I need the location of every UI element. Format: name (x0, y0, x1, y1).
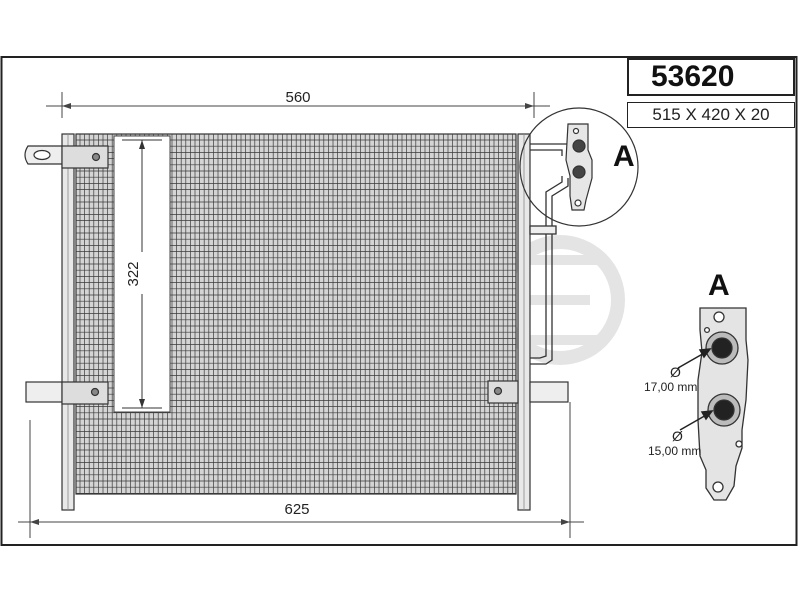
right-bottom-bracket (487, 380, 569, 404)
bottom-width-label: 625 (284, 501, 309, 518)
detail-leader-arrows (677, 348, 714, 431)
lower-port-diameter-symbol: Ø (672, 428, 683, 444)
overall-dimensions: 515 X 420 X 20 (652, 105, 770, 124)
upper-port-diameter-label: 17,00 mm (644, 380, 697, 394)
detail-letter: A (708, 269, 730, 302)
height-arrow-top (139, 140, 145, 149)
detail-callout-circle (519, 107, 639, 227)
top-width-dimension (46, 92, 550, 118)
upper-port-diameter-symbol: Ø (670, 364, 681, 380)
part-number: 53620 (651, 60, 735, 93)
outer-frame (0, 56, 798, 546)
callout-fitting (565, 123, 593, 211)
height-arrow-bottom (139, 399, 145, 408)
top-width-label: 560 (285, 89, 310, 106)
bottom-width-dimension (18, 402, 584, 538)
left-bottom-bracket (25, 381, 109, 405)
callout-marker-letter: A (613, 140, 635, 173)
detail-fitting (697, 307, 749, 501)
dimensions-box: 515 X 420 X 20 (627, 102, 795, 128)
left-top-bracket (24, 145, 109, 169)
height-label: 322 (125, 261, 142, 286)
part-number-box: 53620 (627, 58, 795, 96)
lower-port-diameter-label: 15,00 mm (648, 444, 701, 458)
